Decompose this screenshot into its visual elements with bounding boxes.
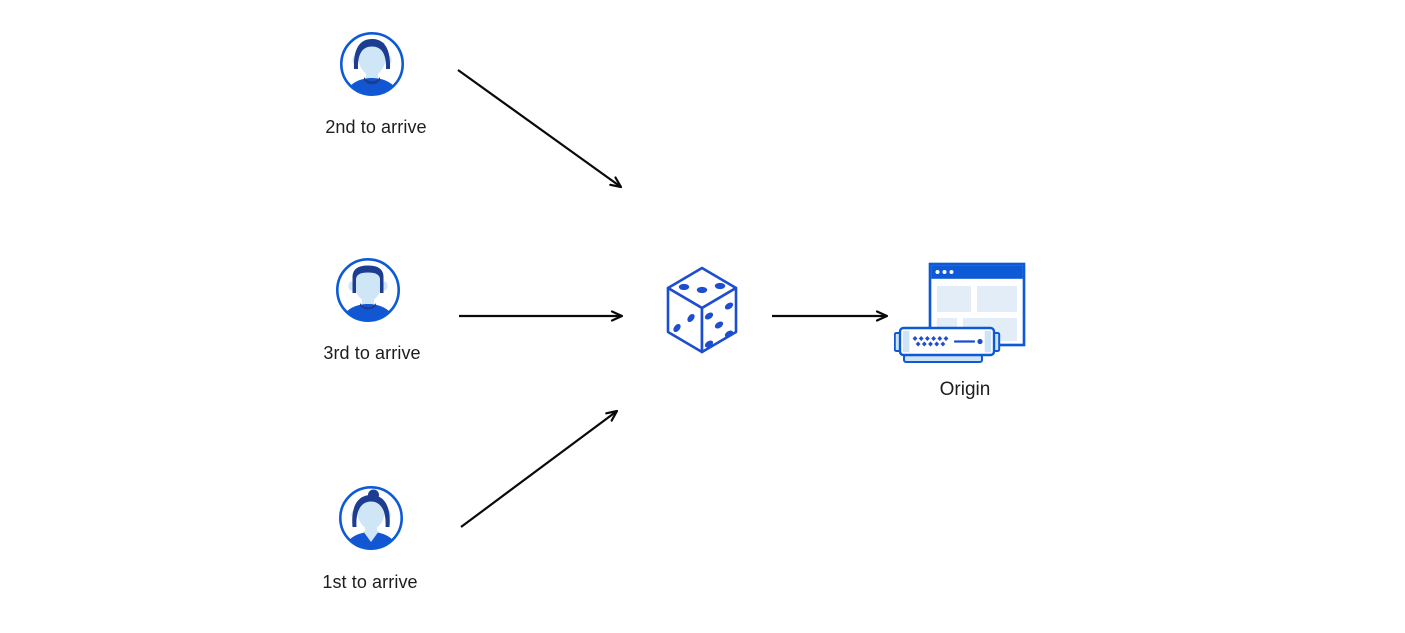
visitor-first-label: 1st to arrive xyxy=(322,572,418,592)
man-avatar-flat-top-icon xyxy=(335,257,401,323)
arrow-first-to-dice xyxy=(460,409,619,528)
server-diamond-texture xyxy=(912,336,949,347)
visitor-third-label: 3rd to arrive xyxy=(323,343,421,363)
woman-avatar-bun-icon xyxy=(338,485,404,551)
server-icon xyxy=(894,326,1001,363)
man-avatar-swept-hair-icon xyxy=(339,31,405,97)
origin-label: Origin xyxy=(939,379,991,400)
origin-server-icon xyxy=(894,262,1026,363)
arrow-second-to-dice xyxy=(457,69,623,189)
dice-icon xyxy=(666,266,738,354)
visitor-second-label: 2nd to arrive xyxy=(325,117,427,137)
